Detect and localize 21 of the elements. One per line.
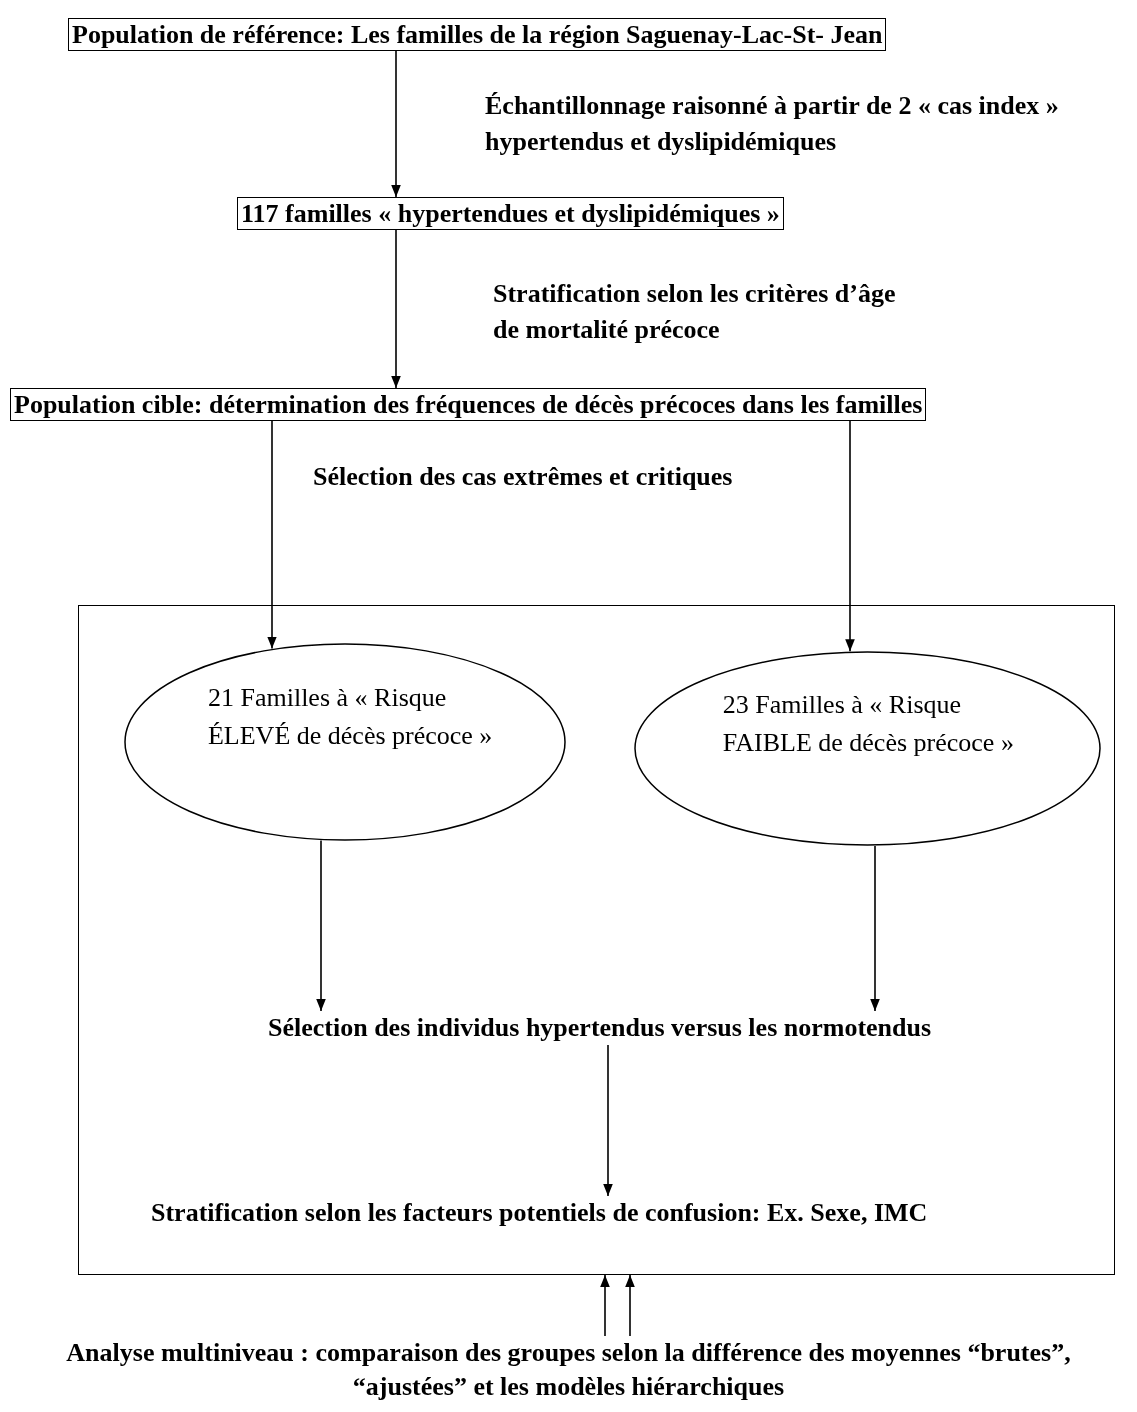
arrow [391,50,401,198]
arrow [600,1274,610,1337]
ellipse-text: 21 Familles à « Risque ÉLEVÉ de décès précoce » [207,681,494,752]
box-text: Population cible: détermination des fréquences de décès précoces dans les familles [14,390,923,419]
arrow [625,1274,635,1337]
step-text: Sélection des individus hypertendus versus les normotendus [268,1013,932,1042]
ellipse-text: 23 Familles à « Risque FAIBLE de décès précoce » [722,689,1015,760]
box-text: 117 familles « hypertendues et dyslipidémiques » [241,199,780,228]
arrow [316,839,326,1012]
edge-label: Stratification selon les critères d’âge de mortalité précoce [493,278,897,346]
box-text: Population de référence: Les familles de la région Saguenay-Lac-St- Jean [72,20,883,49]
arrow [603,1044,613,1197]
group-frame [78,605,1115,1275]
arrow [870,845,880,1012]
arrow [845,420,855,653]
step-text: Analyse multiniveau : comparaison des groupes selon la différence des moyennes “brutes”, “ajustées” et les modèles hiérarchiques [66,1338,1071,1401]
step-label: Sélection des cas extrêmes et critiques [313,461,733,493]
arrow [391,229,401,389]
step-text: Stratification selon les facteurs potentiels de confusion: Ex. Sexe, IMC [151,1198,928,1227]
edge-label: Échantillonnage raisonné à partir de 2 « cas index » hypertendus et dyslipidémiques [485,90,1060,158]
arrow [267,420,277,650]
